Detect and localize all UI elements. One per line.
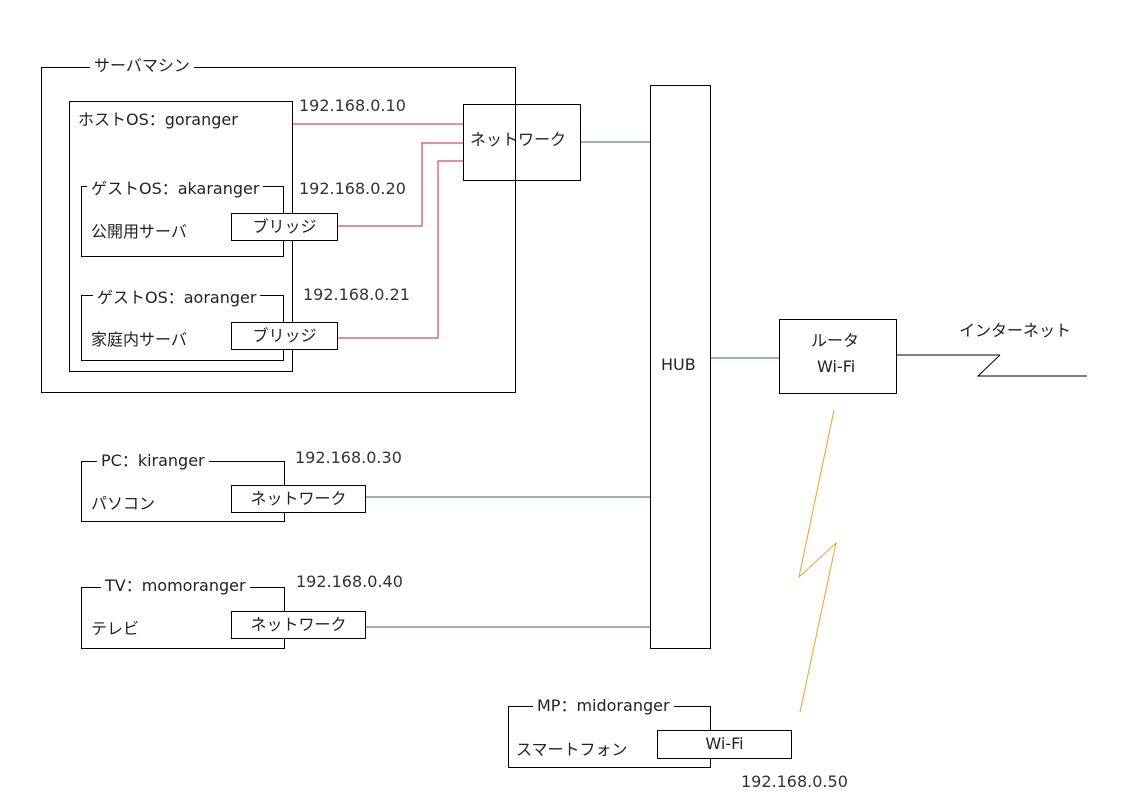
pc-ip: 192.168.0.30 — [295, 448, 402, 467]
guest-akaranger-label: ゲストOS：akaranger — [87, 179, 264, 199]
tv-role: テレビ — [91, 619, 140, 638]
akaranger-to-network-link — [338, 142, 463, 227]
guest-aoranger-label: ゲストOS：aoranger — [93, 288, 261, 308]
pc-role: パソコン — [91, 494, 156, 513]
phone-ip: 192.168.0.50 — [741, 772, 848, 791]
guest-akaranger-role: 公開用サーバ — [91, 222, 187, 241]
pc-label: PC：kiranger — [97, 451, 209, 471]
phone-wifi-adapter: Wi-Fi — [657, 730, 792, 759]
hub-box — [650, 85, 711, 649]
pc-network-adapter: ネットワーク — [231, 485, 366, 513]
router-label: ルータ — [811, 331, 860, 350]
router-wifi-label: Wi-Fi — [817, 357, 856, 376]
aoranger-bridge-adapter: ブリッジ — [231, 322, 338, 350]
guest-akaranger-ip: 192.168.0.20 — [299, 179, 406, 198]
tv-ip: 192.168.0.40 — [296, 572, 403, 591]
host-os-ip: 192.168.0.10 — [299, 96, 406, 115]
server-network-label: ネットワーク — [470, 130, 567, 149]
server-machine-title: サーバマシン — [90, 56, 194, 76]
tv-network-adapter: ネットワーク — [231, 611, 366, 639]
host-os-label: ホストOS：goranger — [78, 110, 238, 129]
router-box — [779, 319, 897, 394]
guest-aoranger-role: 家庭内サーバ — [91, 330, 187, 349]
server-machine-box — [41, 67, 516, 393]
wireless-link — [798, 409, 837, 713]
internet-line — [976, 354, 1087, 377]
phone-role: スマートフォン — [516, 740, 628, 759]
tv-label: TV：momoranger — [101, 576, 250, 596]
aoranger-to-network-link — [338, 160, 463, 339]
akaranger-bridge-adapter: ブリッジ — [231, 213, 338, 241]
server-network-box — [463, 104, 581, 181]
hub-label: HUB — [661, 355, 696, 374]
phone-label: MP：midoranger — [533, 696, 674, 716]
guest-aoranger-ip: 192.168.0.21 — [303, 285, 410, 304]
internet-label: インターネット — [959, 321, 1072, 340]
